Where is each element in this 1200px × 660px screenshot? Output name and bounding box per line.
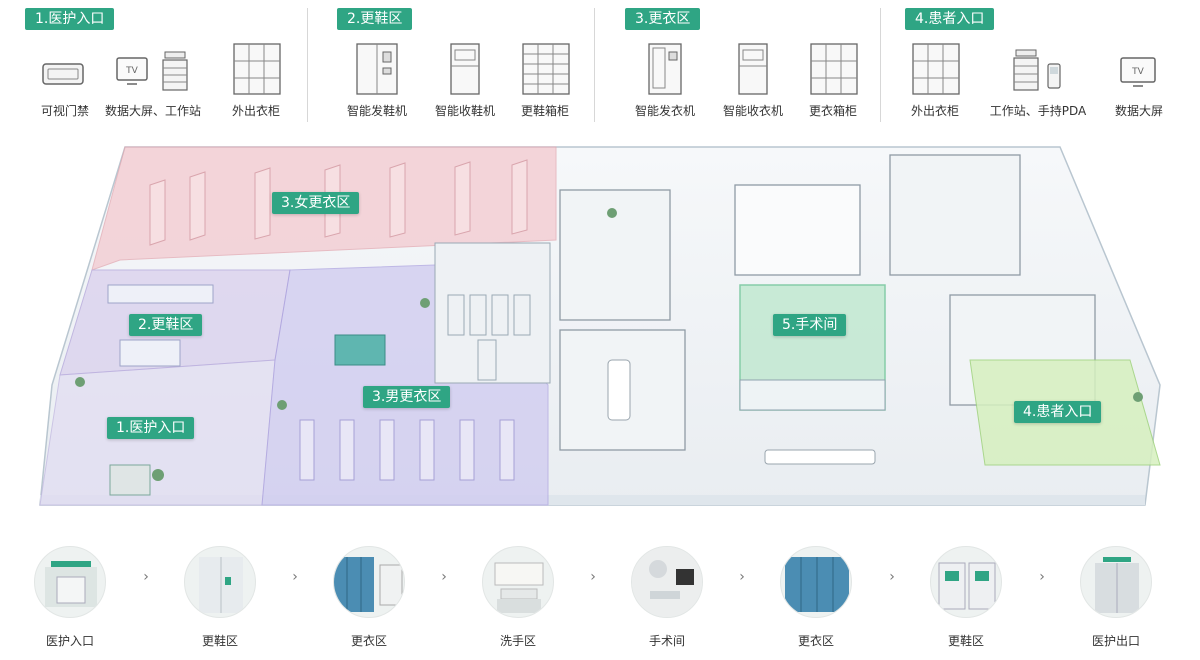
tv-text: TV [125,66,138,76]
zone-label-female-changing: 3.女更衣区 [272,192,360,214]
device-locker: 外出衣柜 [887,42,983,122]
legend-group-changing: 3.更衣区 智能发衣机 智能收衣机 更衣箱柜 [625,8,870,126]
device-door-access: 可视门禁 [17,42,113,122]
workflow-steps: 医护入口 › 更鞋区 › 更衣区 › 洗手区 › 手术间 › 更衣区 › [0,540,1200,660]
zone-label-patient-entrance: 4.患者入口 [1014,401,1102,423]
flow-step: 医护出口 [1056,546,1176,656]
device-label: 更衣箱柜 [808,104,857,118]
zone-label-shoe-change: 2.更鞋区 [129,314,203,336]
shoe-lockers [107,284,214,367]
legend-divider [307,8,308,122]
tv-icon: TV [1120,57,1156,87]
device-label: 智能收衣机 [722,104,783,118]
clothes-collector-icon [738,43,768,95]
device-clothes-cabinet: 更衣箱柜 [785,42,881,122]
device-clothes-collector: 智能收衣机 [705,42,801,122]
staff-exit-photo-icon [1080,546,1152,618]
device-shoe-dispenser: 智能发鞋机 [329,42,425,122]
chevron-right-icon: › [1039,569,1045,585]
device-shoe-cabinet: 更鞋箱柜 [497,42,593,122]
handwash-area [434,242,551,384]
zone-label-staff-entrance: 1.医护入口 [107,417,195,439]
flow-step-label: 更衣区 [797,634,834,648]
device-tv: TV 数据大屏 [1091,42,1187,122]
legend-group-shoe-change: 2.更鞋区 智能发鞋机 智能收鞋机 [337,8,582,126]
flow-step: 洗手区 [458,546,578,656]
device-clothes-dispenser: 智能发衣机 [617,42,713,122]
chevron-right-icon: › [292,569,298,585]
flow-step: 医护入口 [10,546,130,656]
flow-step-label: 洗手区 [499,634,536,648]
chevron-right-icon: › [739,569,745,585]
floor-plan: 3.女更衣区 2.更鞋区 1.医护入口 3.男更衣区 5.手术间 4.患者入口 [0,135,1200,530]
flow-step: 更鞋区 [160,546,280,656]
device-label: 工作站、手持PDA [989,104,1087,118]
door-access-icon [42,63,84,85]
flow-step-label: 医护入口 [45,634,94,648]
female-lockers [149,159,528,246]
flow-step-label: 医护出口 [1091,634,1140,648]
clothes-dispenser-icon [648,43,682,95]
male-lockers-rows [109,419,515,496]
meeting-table [607,359,631,421]
chevron-right-icon: › [889,569,895,585]
device-workstation-pda: 工作站、手持PDA [990,42,1086,122]
chevron-right-icon: › [441,569,447,585]
device-label: 数据大屏、工作站 [104,104,201,118]
locker-icon [912,43,960,95]
device-tv-workstation: TV 数据大屏、工作站 [105,42,201,122]
shoe-collector-icon [450,43,480,95]
legend-divider [880,8,881,122]
plant-decorations [75,208,1143,481]
flow-step-label: 更鞋区 [947,634,984,648]
device-label: 外出衣柜 [231,104,280,118]
clothes-cabinet-icon [810,43,858,95]
nurse-station [764,449,876,465]
flow-step: 更鞋区 [906,546,1026,656]
workstation-pda-icon [1013,49,1061,91]
legend-group-patient-entrance: 4.患者入口 外出衣柜 工作站、手持PDA [905,8,1195,126]
legend-divider [594,8,595,122]
changing-area-photo-icon [333,546,405,618]
flow-step-label: 手术间 [648,634,685,648]
male-lockers [334,334,386,366]
legend-title: 3.更衣区 [625,8,701,30]
device-locker: 外出衣柜 [208,42,304,122]
legend-title: 1.医护入口 [25,8,115,30]
chevron-right-icon: › [143,569,149,585]
handwash-area-photo-icon [482,546,554,618]
shoe-cabinet-icon [522,43,570,95]
zone-label-male-changing: 3.男更衣区 [363,386,451,408]
device-label: 更鞋箱柜 [520,104,569,118]
operating-front [739,379,886,411]
flow-step-label: 更鞋区 [201,634,238,648]
floor-plan-drawing [39,146,1161,506]
legend-title: 4.患者入口 [905,8,995,30]
flow-step: 更衣区 [756,546,876,656]
locker-icon [233,43,281,95]
flow-step: 更衣区 [309,546,429,656]
device-label: 智能收鞋机 [434,104,495,118]
device-label: 数据大屏 [1114,104,1163,118]
tv-workstation-icon: TV [116,51,188,91]
zone-label-operating-room: 5.手术间 [773,314,847,336]
shoe-area-photo-icon [184,546,256,618]
device-legend: 1.医护入口 可视门禁 TV 数据大屏、工作站 [0,0,1200,132]
chevron-right-icon: › [590,569,596,585]
changing-area-photo-icon [780,546,852,618]
legend-group-staff-entrance: 1.医护入口 可视门禁 TV 数据大屏、工作站 [25,8,295,126]
device-label: 智能发衣机 [634,104,695,118]
staff-entrance-photo-icon [34,546,106,618]
tv-text: TV [1131,67,1144,77]
device-label: 外出衣柜 [910,104,959,118]
shoe-area-photo-icon [930,546,1002,618]
shoe-dispenser-icon [356,43,398,95]
flow-step-label: 更衣区 [350,634,387,648]
operating-room-photo-icon [631,546,703,618]
device-shoe-collector: 智能收鞋机 [417,42,513,122]
device-label: 可视门禁 [40,104,89,118]
legend-title: 2.更鞋区 [337,8,413,30]
flow-step: 手术间 [607,546,727,656]
device-label: 智能发鞋机 [346,104,407,118]
